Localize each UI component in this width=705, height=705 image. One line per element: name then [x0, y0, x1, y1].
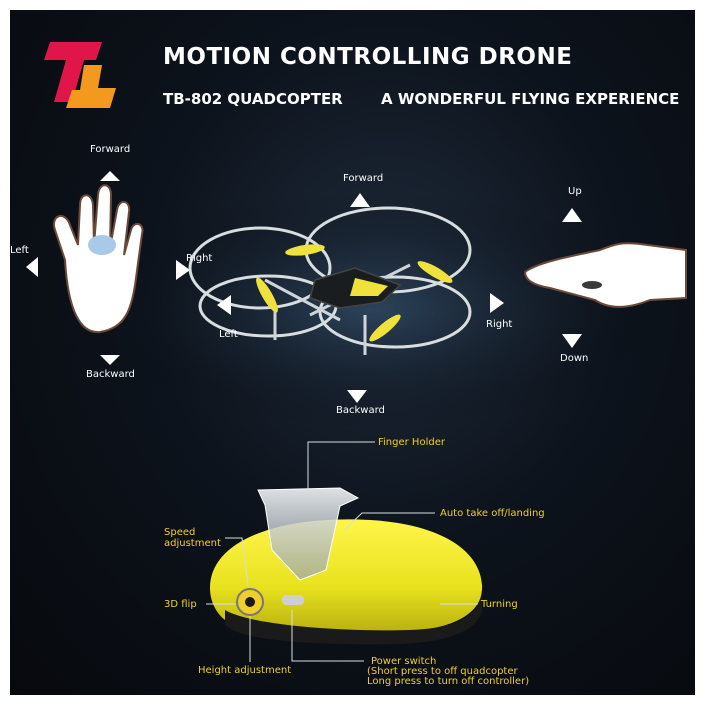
auto-takeoff-label: Auto take off/landing [440, 508, 545, 519]
page-title: MOTION CONTROLLING DRONE [163, 44, 573, 70]
arrow-up-icon [100, 171, 120, 181]
side-hand-icon [523, 242, 687, 308]
arrow-down-icon [562, 334, 582, 348]
hand-left-left-label: Left [10, 245, 29, 256]
drone-forward-label: Forward [343, 173, 384, 184]
arrow-up-icon [562, 208, 582, 222]
subtitle-model: TB-802 QUADCOPTER [163, 90, 343, 108]
finger-holder-label: Finger Holder [378, 437, 445, 448]
hand-right-up-label: Up [568, 186, 582, 197]
drone-right-label: Right [486, 319, 513, 330]
flip-3d-label: 3D flip [164, 599, 197, 610]
turning-label: Turning [481, 599, 518, 610]
power-switch-label-line3: Long press to turn off controller) [367, 676, 530, 687]
power-switch-label-line1: Power switch [371, 656, 437, 667]
arrow-left-icon [217, 295, 231, 315]
controller-icon [210, 487, 483, 645]
arrow-right-icon [490, 293, 504, 313]
arrow-down-icon [100, 355, 120, 365]
arrow-right-icon [176, 260, 190, 280]
hand-left-backward-label: Backward [86, 369, 135, 380]
hand-left-right-label: Right [186, 253, 213, 264]
arrow-left-icon [26, 257, 38, 277]
drone-left-label: Left [219, 329, 238, 340]
drone-backward-label: Backward [336, 405, 385, 416]
subtitle-tagline: A WONDERFUL FLYING EXPERIENCE [381, 90, 680, 108]
speed-adjustment-label-line1: Speed [164, 527, 196, 538]
quadcopter-icon [188, 206, 472, 355]
arrow-down-icon [347, 390, 367, 403]
hand-right-down-label: Down [560, 353, 589, 364]
power-switch-label-line2: (Short press to off quadcopter [367, 666, 518, 677]
product-banner: MOTION CONTROLLING DRONE TB-802 QUADCOPT… [10, 10, 695, 695]
speed-adjustment-label-line2: adjustment [164, 538, 221, 549]
palm-hand-icon [53, 184, 144, 334]
brand-logo-icon [44, 42, 116, 108]
illustration-layer [26, 42, 687, 662]
height-adjustment-label: Height adjustment [198, 665, 292, 676]
arrow-up-icon [350, 193, 370, 207]
hand-left-forward-label: Forward [90, 144, 131, 155]
